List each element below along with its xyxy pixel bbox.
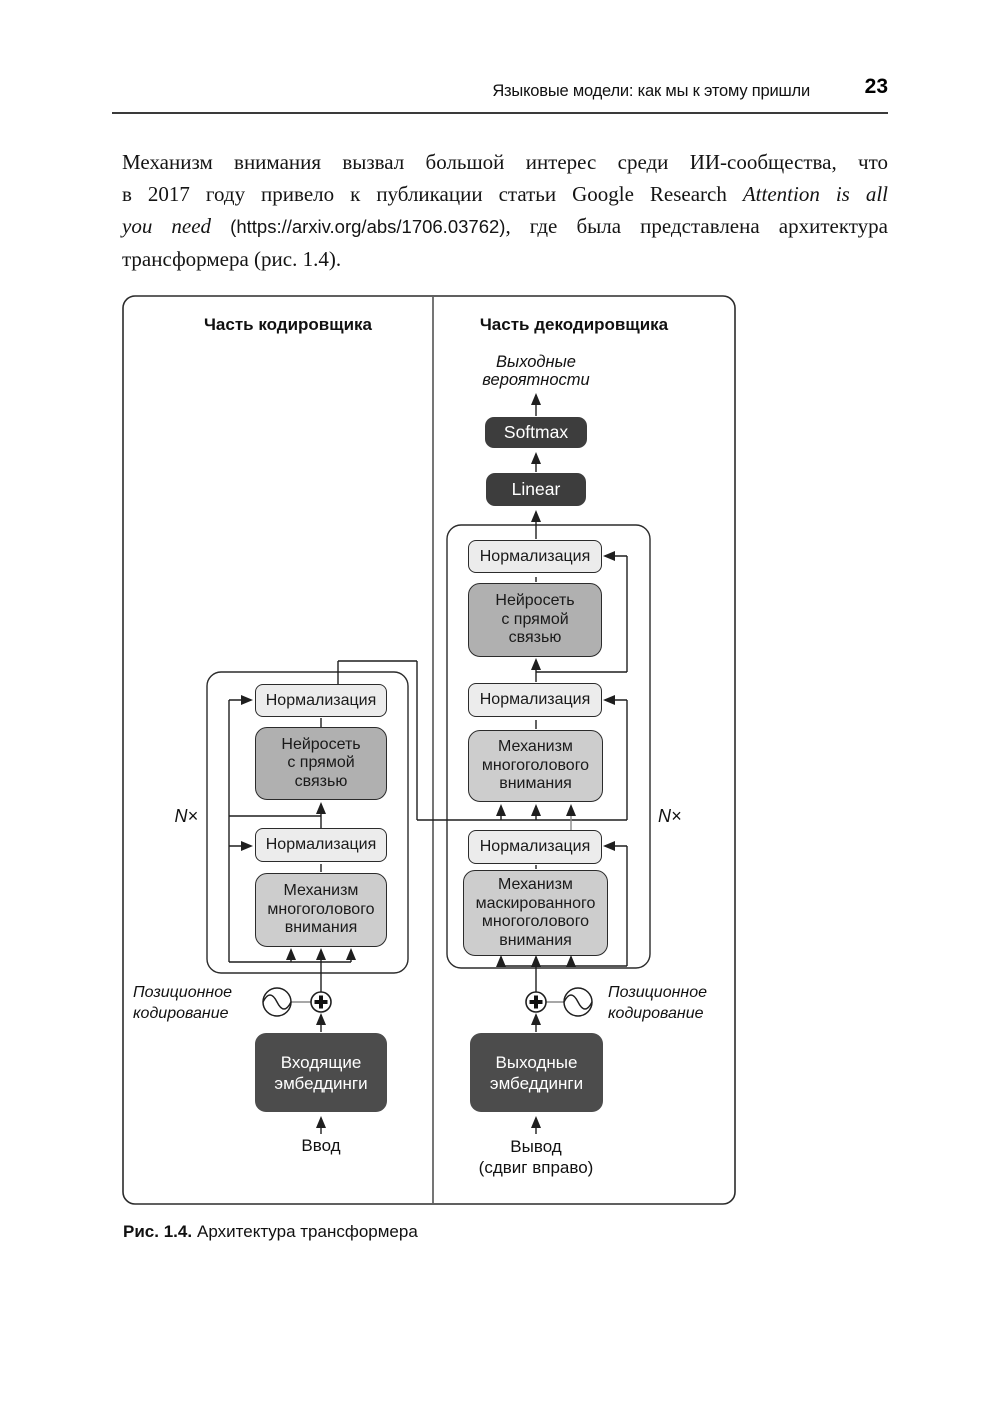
- figure-border: [122, 295, 736, 1205]
- paragraph-line: в 2017 году привело к публикации статьи …: [122, 178, 888, 210]
- decoder-column-title: Часть декодировщика: [479, 315, 669, 334]
- encoder-group-box: [206, 671, 409, 974]
- paragraph-segment: в 2017 году привело к публикации статьи …: [122, 182, 743, 206]
- encoder-ffn-box: Нейросеть с прямой связью: [255, 727, 387, 800]
- output-embeddings-box: Выходные эмбеддинги: [470, 1033, 603, 1112]
- paragraph-line: you need (https://arxiv.org/abs/1706.037…: [122, 210, 888, 243]
- positional-encoding-label-left: Позиционное кодирование: [133, 984, 232, 1022]
- decoder-masked-mha-box: Механизм маскированного многоголового вн…: [463, 870, 608, 956]
- encoder-n-times-label: N×: [174, 806, 198, 826]
- output-probabilities-label: Выходные вероятности: [482, 353, 590, 389]
- paragraph: Механизм внимания вызвал большой интерес…: [122, 146, 888, 275]
- paragraph-segment: (https://arxiv.org/abs/1706.03762): [230, 216, 506, 237]
- paragraph-segment: Attention is all: [742, 182, 888, 206]
- running-title: Языковые модели: как мы к этому пришли: [492, 82, 810, 100]
- paragraph-segment: Механизм внимания вызвал большой интерес…: [122, 150, 888, 174]
- encoder-lines: [228, 660, 627, 1134]
- paragraph-line: трансформера (рис. 1.4).: [122, 243, 888, 275]
- encoder-mha-box: Механизм многоголового внимания: [255, 873, 387, 947]
- paragraph-line: Механизм внимания вызвал большой интерес…: [122, 146, 888, 178]
- input-embeddings-box: Входящие эмбеддинги: [255, 1033, 387, 1112]
- encoder-norm-top-box: Нормализация: [255, 684, 387, 717]
- figure-caption: Рис. 1.4.Архитектура трансформера: [123, 1222, 418, 1242]
- decoder-norm-top-box: Нормализация: [468, 540, 602, 573]
- decoder-ffn-box: Нейросеть с прямой связью: [468, 583, 602, 657]
- decoder-norm-low-box: Нормализация: [468, 830, 602, 864]
- positional-encoding-label-right: Позиционное кодирование: [608, 984, 707, 1022]
- encoder-norm-low-box: Нормализация: [255, 828, 387, 862]
- paragraph-segment: , где была представлена архитектура: [505, 214, 888, 238]
- output-label: Вывод (сдвиг вправо): [478, 1137, 594, 1177]
- figure-caption-number: Рис. 1.4.: [123, 1222, 193, 1241]
- decoder-group-box: [446, 524, 651, 969]
- decoder-lines: [496, 393, 628, 1134]
- header-rule: [112, 112, 888, 114]
- figure-caption-text: Архитектура трансформера: [197, 1222, 418, 1241]
- decoder-n-times-label: N×: [658, 806, 682, 826]
- page-number: 23: [864, 75, 888, 98]
- encoder-column-title: Часть кодировщика: [203, 315, 373, 334]
- softmax-box: Softmax: [485, 417, 587, 448]
- figure-frame: [122, 295, 736, 1205]
- input-label: Ввод: [301, 1136, 341, 1155]
- paragraph-segment: трансформера (рис. 1.4).: [122, 247, 342, 271]
- linear-box: Linear: [486, 473, 586, 506]
- decoder-norm-mid-box: Нормализация: [468, 683, 602, 717]
- decoder-mha-box: Механизм многоголового внимания: [468, 730, 603, 802]
- paragraph-segment: you need: [122, 214, 231, 238]
- positional-encoding-icons: [262, 987, 593, 1017]
